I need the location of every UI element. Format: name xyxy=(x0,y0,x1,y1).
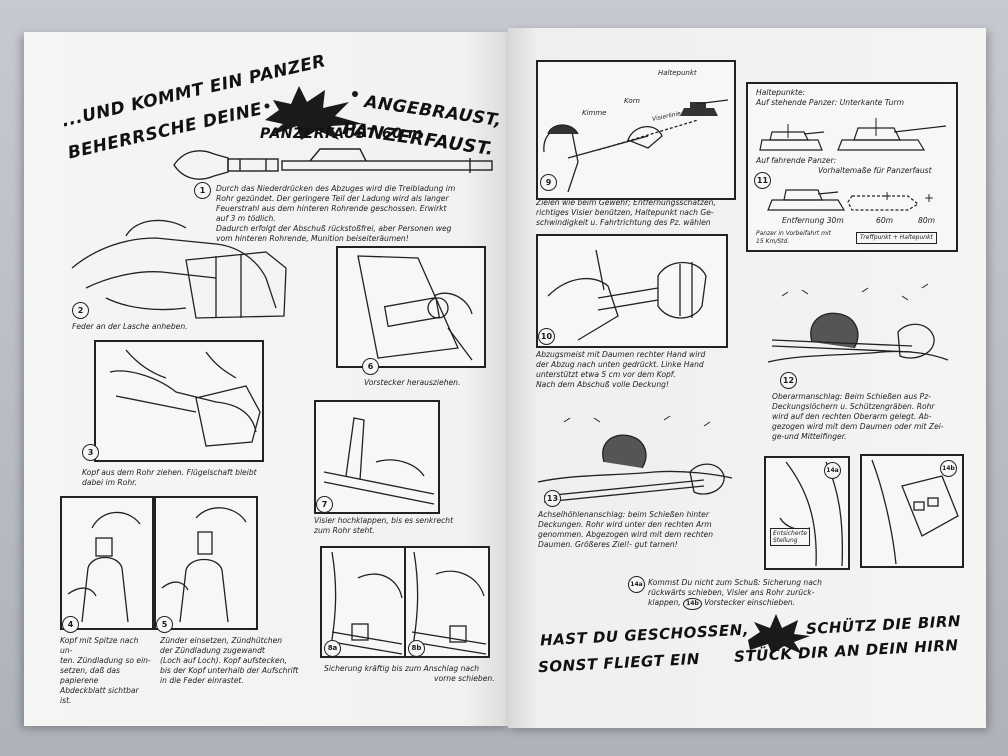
step-8b-number: 8b xyxy=(408,640,425,657)
step-9-panel: Haltepunkt Kimme Korn Visierlinie xyxy=(536,60,736,200)
step-6-drawing xyxy=(357,255,473,361)
step-3-panel xyxy=(94,340,264,462)
step-3-number: 3 xyxy=(82,444,99,461)
note-14b-number: 14b xyxy=(683,598,702,610)
step-9-drawing xyxy=(543,99,729,193)
step-3-caption: Kopf aus dem Rohr ziehen. Flügelschaft b… xyxy=(82,468,257,487)
step-8-caption: Sicherung kräftig bis zum Anschlag nach … xyxy=(324,664,495,683)
step-9-caption: Zielen wie beim Gewehr; Entfernungsschät… xyxy=(536,198,716,227)
distance-label-30: Entfernung 30m xyxy=(782,216,844,225)
step-3-drawing xyxy=(109,349,261,447)
step-4-drawing xyxy=(67,511,141,623)
step-13-number: 13 xyxy=(544,490,561,507)
step-7-drawing xyxy=(323,417,435,505)
step-8a-drawing xyxy=(329,551,403,655)
tag-label: Entsicherte Stellung xyxy=(770,528,811,546)
haltepunkte-vorhalte: Vorhaltemaße für Panzerfaust xyxy=(818,166,932,175)
step-6-panel xyxy=(336,246,486,368)
step-5-number: 5 xyxy=(156,616,173,633)
step-2-hands-drawing xyxy=(71,219,287,319)
step-1-number: 1 xyxy=(194,182,211,199)
note-14a-text: Kommst Du nicht zum Schuß: Sicherung nac… xyxy=(648,578,948,610)
step-14a-number: 14a xyxy=(824,462,841,479)
panzerfaust-overview-drawing xyxy=(173,148,493,180)
step-7-caption: Visier hochklappen, bis es senkrecht zum… xyxy=(314,516,454,535)
step-5-caption: Zünder einsetzen, Zündhütchen der Zündla… xyxy=(160,636,299,685)
stationary-tanks-drawing xyxy=(759,118,947,151)
step-12-caption: Oberarmanschlag: Beim Schießen aus Pz- D… xyxy=(772,392,944,441)
moving-tank-drawing: + + xyxy=(767,189,934,211)
right-page: Haltepunkt Kimme Korn Visierlinie 9 Ziel… xyxy=(508,28,986,728)
distance-label-60: 60m xyxy=(876,216,894,225)
step-11-number: 11 xyxy=(754,172,771,189)
left-page: ...UND KOMMT EIN PANZER BEHERRSCHE DEINE… xyxy=(24,32,510,726)
step-12-number: 12 xyxy=(780,372,797,389)
step-10-drawing xyxy=(547,249,707,341)
svg-text:+: + xyxy=(924,191,934,205)
svg-text:+: + xyxy=(882,189,892,203)
step-13-soldier-drawing xyxy=(537,415,733,503)
step-4-panel xyxy=(60,496,154,630)
slogan-line-1a: HAST DU GESCHOSSEN, xyxy=(539,620,750,650)
step-14a-panel: Entsicherte Stellung 14a xyxy=(764,456,850,570)
note-14b-line: klappen, 14b Vorstecker einschieben. xyxy=(648,598,948,610)
slogan-line-2a: SONST FLIEGT EIN xyxy=(537,649,701,677)
step-5-drawing xyxy=(161,507,247,623)
step-14b-drawing xyxy=(871,459,959,565)
distance-label-80: 80m xyxy=(918,216,936,225)
step-4-number: 4 xyxy=(62,616,79,633)
step-14b-panel: 14b xyxy=(860,454,964,568)
note-14a-number: 14a xyxy=(628,576,645,593)
step-7-number: 7 xyxy=(316,496,333,513)
step-13-caption: Achselhöhlenanschlag: beim Schießen hint… xyxy=(538,510,714,549)
haltepunkte-footnote: Panzer in Vorbeifahrt mit 15 Km/Std. xyxy=(756,230,831,245)
step-11-haltepunkte-panel: Haltepunkte: Auf stehende Panzer: Unterk… xyxy=(746,82,958,252)
step-2-number: 2 xyxy=(72,302,89,319)
step-8a-number: 8a xyxy=(324,640,341,657)
step-6-caption: Vorstecker herausziehen. xyxy=(364,378,461,387)
step-2-caption: Feder an der Lasche anheben. xyxy=(72,322,188,331)
aim-label-korn: Korn xyxy=(624,97,640,105)
subtitle: PANZERFAUST 60 m xyxy=(260,126,423,142)
step-4-caption: Kopf mit Spitze nach un- ten. Zündladung… xyxy=(60,636,151,705)
step-12-soldier-drawing xyxy=(767,283,949,363)
haltepunkte-legend: Treffpunkt + Haltepunkt xyxy=(856,232,937,244)
step-5-panel xyxy=(154,496,258,630)
haltepunkte-fahrend: Auf fahrende Panzer: xyxy=(756,156,837,165)
slogan-explosion-icon xyxy=(748,614,810,654)
headline-block: ...UND KOMMT EIN PANZER BEHERRSCHE DEINE… xyxy=(44,51,504,192)
haltepunkte-title: Haltepunkte: xyxy=(756,88,806,97)
step-6-number: 6 xyxy=(362,358,379,375)
step-9-number: 9 xyxy=(540,174,557,191)
aim-label-haltepunkt: Haltepunkt xyxy=(658,69,697,77)
step-14b-number: 14b xyxy=(940,460,957,477)
step-10-panel xyxy=(536,234,728,348)
aim-label-kimme: Kimme xyxy=(582,109,607,117)
step-7-panel xyxy=(314,400,440,514)
step-10-number: 10 xyxy=(538,328,555,345)
step-1-caption: Durch das Niederdrücken des Abzuges wird… xyxy=(216,184,456,243)
haltepunkte-stehend: Auf stehende Panzer: Unterkante Turm xyxy=(756,98,904,107)
explosion-splash-icon xyxy=(264,86,363,140)
slogan-line-1b: SCHÜTZ DIE BIRN xyxy=(805,611,962,639)
step-10-caption: Abzugsmeist mit Daumen rechter Hand wird… xyxy=(536,350,706,389)
